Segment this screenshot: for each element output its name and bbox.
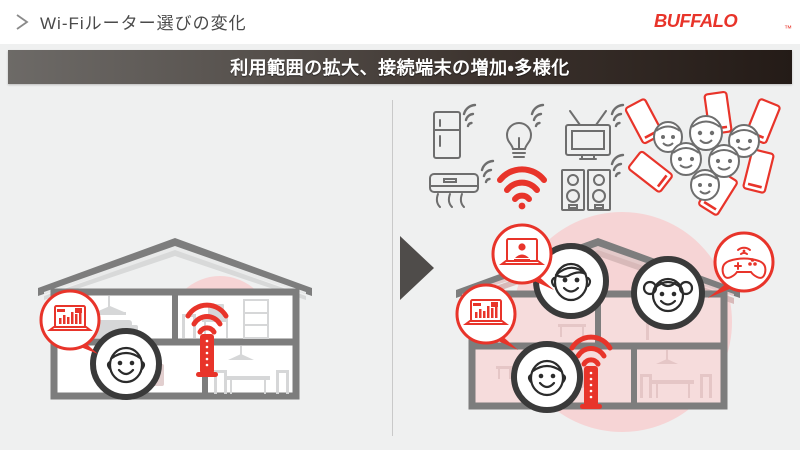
chevron-right-icon <box>16 14 29 30</box>
panel-divider <box>392 100 393 436</box>
buffalo-logo-text: BUFFALO <box>654 10 738 31</box>
television-icon <box>565 110 611 160</box>
right-laptop-chart-badge[interactable] <box>452 282 528 356</box>
right-game-controller-badge[interactable] <box>702 230 780 306</box>
left-panel <box>0 90 392 450</box>
right-girl-face-icon <box>631 256 705 330</box>
speakers-icon <box>561 169 611 211</box>
wifi-symbol-icon <box>497 166 547 202</box>
light-bulb-icon <box>505 122 533 158</box>
air-conditioner-icon <box>429 173 479 208</box>
right-laptop-videocall-badge[interactable] <box>488 222 564 296</box>
people-phones-cluster <box>624 90 781 216</box>
smart-home-devices-group <box>429 103 625 211</box>
left-wifi-router-icon <box>185 302 229 377</box>
person-face-icons <box>653 115 760 201</box>
left-boy-face-icon <box>90 328 162 400</box>
buffalo-logo: BUFFALO <box>654 10 739 31</box>
arrow-right-triangle <box>400 236 434 300</box>
trademark-symbol: ™ <box>784 24 792 33</box>
section-banner: 利用範囲の拡大、接続端末の増加・多様化 <box>8 50 792 84</box>
page-title: Wi-Fiルーター選びの変化 <box>40 14 247 33</box>
refrigerator-icon <box>433 111 461 159</box>
left-laptop-chart-badge[interactable] <box>36 288 112 360</box>
right-wifi-router-icon <box>569 334 613 409</box>
right-panel <box>392 90 800 450</box>
right-boy-face-icon <box>511 341 583 413</box>
header-bar: Wi-Fiルーター選びの変化 BUFFALO ™ <box>0 0 800 44</box>
section-banner-text: 利用範囲の拡大、接続端末の増加・多様化 <box>230 58 570 78</box>
